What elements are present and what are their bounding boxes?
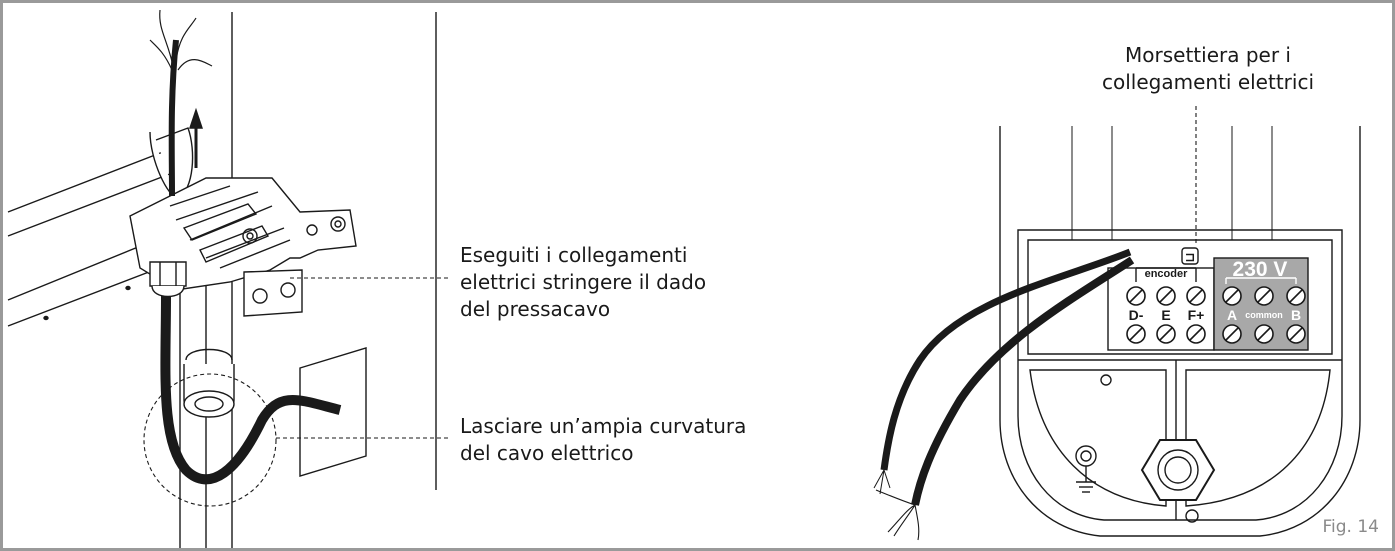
caption-line: Eseguiti i collegamenti: [460, 243, 688, 267]
voltage-label: 230 V: [1233, 258, 1288, 281]
terminal-block-caption: Morsettiera per i collegamenti elettrici: [1102, 42, 1314, 96]
svg-text:⊐: ⊐: [1185, 250, 1195, 264]
caption-line: del pressacavo: [460, 297, 611, 321]
wall-bushing: [183, 348, 235, 418]
terminal-label-a: A: [1227, 307, 1237, 323]
terminal-label-d: D-: [1129, 307, 1144, 323]
terminal-label-b: B: [1291, 307, 1301, 323]
figure-number: Fig. 14: [1322, 517, 1380, 537]
encoder-label: encoder: [1145, 268, 1189, 280]
terminal-label-e: E: [1161, 307, 1170, 323]
cable-up: [149, 9, 213, 197]
cable-curve-caption: Lasciare un’ampia curvatura del cavo ele…: [460, 413, 746, 467]
guide-lines: [1071, 126, 1273, 240]
lower-cover-right: [1185, 369, 1331, 507]
cable-gland-nut: [1140, 439, 1216, 523]
housing-outline: [999, 126, 1361, 537]
terminal-label-f: F+: [1188, 307, 1205, 323]
cable-gland: [149, 261, 187, 298]
screw-hole: [1100, 374, 1112, 386]
left-illustration: [7, 9, 450, 548]
caption-line: Morsettiera per i: [1125, 43, 1291, 67]
cable-gland-caption: Eseguiti i collegamenti elettrici string…: [460, 242, 706, 323]
caption-line: del cavo elettrico: [460, 441, 634, 465]
terminal-label-common: common: [1245, 310, 1283, 320]
electrical-cables: [873, 248, 1135, 541]
terminal-block: ⊐ encoder 230 V D- E F+ A common: [1107, 247, 1309, 351]
housing-inner: [1017, 229, 1343, 521]
caption-line: elettrici stringere il dado: [460, 270, 707, 294]
up-arrow-icon: [189, 107, 203, 168]
caption-line: collegamenti elettrici: [1102, 70, 1315, 94]
compartment: [1027, 239, 1333, 355]
curve-highlight-circle: [143, 373, 277, 507]
lower-cover-left: [1029, 369, 1167, 507]
earth-icon: [1075, 445, 1097, 493]
junction-box: [299, 347, 367, 477]
right-illustration: ⊐ encoder 230 V D- E F+ A common: [873, 106, 1361, 541]
cable-curve: [160, 295, 342, 485]
terminal-screws: [1126, 286, 1306, 344]
caption-line: Lasciare un’ampia curvatura: [460, 414, 747, 438]
